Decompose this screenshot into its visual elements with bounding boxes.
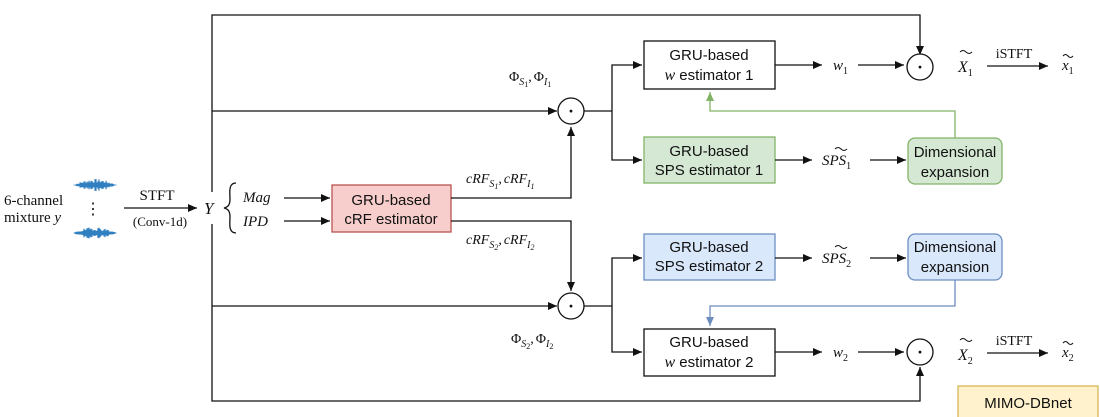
stft-label: STFT xyxy=(139,188,174,204)
crf2-label: cRFS2,cRFI2 xyxy=(466,233,535,252)
sps2-label: SPS2 xyxy=(822,251,851,270)
waveform-bottom xyxy=(73,227,117,239)
sps2-box-line2: SPS estimator 2 xyxy=(655,258,763,275)
out1-label: x1 xyxy=(1061,58,1074,77)
sps1-tilde xyxy=(834,147,848,151)
w1-box-line2: w estimator 1 xyxy=(664,67,753,84)
green-feedback-arrow xyxy=(706,92,956,138)
w-estimator-2-box xyxy=(643,328,776,377)
multiply-node-upper-symbol: · xyxy=(568,101,574,121)
phi2-label: ΦS2,ΦI2 xyxy=(511,332,553,351)
waveform-top xyxy=(73,179,117,191)
input-label-line2: mixture y xyxy=(4,210,61,226)
out2-tilde xyxy=(1062,341,1074,345)
x2-tilde xyxy=(959,338,973,342)
model-name-tag xyxy=(957,385,1099,417)
feature-brace xyxy=(223,182,237,234)
multiply-node-out1 xyxy=(906,53,934,81)
dim1-box-line2: expansion xyxy=(921,164,989,181)
w1-box-line1: GRU-based xyxy=(669,47,748,64)
sps2-tilde xyxy=(834,245,848,249)
multiply-node-lower-symbol: · xyxy=(568,296,574,316)
input-label-line1: 6-channel xyxy=(4,193,63,209)
crf1-label: cRFS1,cRFI1 xyxy=(466,172,535,191)
to-w2-arrow xyxy=(611,306,642,356)
sps-estimator-2-box xyxy=(643,233,776,281)
crf-box-line2: cRF estimator xyxy=(344,211,437,228)
x2-estimate-label: X2 xyxy=(957,347,973,367)
y-symbol: Y xyxy=(204,199,215,218)
mag-label: Mag xyxy=(242,190,271,206)
sps-estimator-1-box xyxy=(643,136,776,184)
phi1-label: ΦS1,ΦI1 xyxy=(509,70,551,89)
channel-ellipsis: ⋮ xyxy=(85,201,101,218)
istft1-label: iSTFT xyxy=(996,47,1033,62)
dim2-box-line1: Dimensional xyxy=(914,239,997,256)
dim1-box-line1: Dimensional xyxy=(914,144,997,161)
x1-estimate-label: X1 xyxy=(957,59,973,79)
dim2-box-line2: expansion xyxy=(921,259,989,276)
sps2-box-line1: GRU-based xyxy=(669,239,748,256)
crf-box-line1: GRU-based xyxy=(351,192,430,209)
trunk-top-loop xyxy=(211,14,924,192)
crf-out-upper-arrow xyxy=(451,127,575,199)
w2-box-line2: w estimator 2 xyxy=(664,354,753,371)
ipd-label: IPD xyxy=(242,214,268,230)
blue-feedback-arrow xyxy=(706,280,956,326)
multiply-node-out1-symbol: · xyxy=(917,57,923,77)
to-sps2-arrow xyxy=(611,254,642,306)
sps1-label: SPS1 xyxy=(822,153,851,172)
to-sps1-arrow xyxy=(611,111,642,164)
sps1-box-line2: SPS estimator 1 xyxy=(655,162,763,179)
w2-box-line1: GRU-based xyxy=(669,334,748,351)
to-w1-arrow xyxy=(611,61,642,111)
stft-sublabel: (Conv-1d) xyxy=(133,214,187,229)
multiply-node-out2 xyxy=(906,338,934,366)
w1-label: w1 xyxy=(833,58,848,77)
trunk-bottom-loop xyxy=(211,224,924,402)
w2-label: w2 xyxy=(833,345,848,364)
crf-estimator-box xyxy=(331,184,452,233)
sps1-box-line1: GRU-based xyxy=(669,143,748,160)
model-name-tag-text: MIMO-DBnet xyxy=(984,395,1072,412)
out2-label: x2 xyxy=(1061,345,1074,364)
out1-tilde xyxy=(1062,54,1074,58)
crf-out-lower-arrow xyxy=(451,220,575,291)
istft2-label: iSTFT xyxy=(996,334,1033,349)
x1-tilde xyxy=(959,50,973,54)
multiply-node-out2-symbol: · xyxy=(917,342,923,362)
